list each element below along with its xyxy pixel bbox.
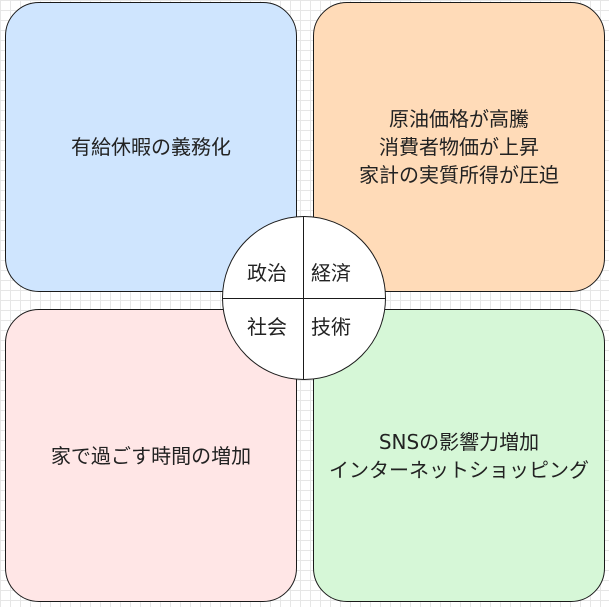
politics-text: 有給休暇の義務化 <box>71 133 231 161</box>
technology-label: 技術 <box>311 315 351 339</box>
society-text: 家で過ごす時間の増加 <box>51 442 251 470</box>
economy-text: 原油価格が高騰 消費者物価が上昇 家計の実質所得が圧迫 <box>359 105 559 189</box>
society-line-1: 家で過ごす時間の増加 <box>50 443 252 468</box>
circle-vertical-divider <box>303 217 304 379</box>
technology-line-1: SNSの影響力増加 <box>378 429 540 454</box>
economy-quadrant[interactable]: 原油価格が高騰 消費者物価が上昇 家計の実質所得が圧迫 <box>313 2 605 292</box>
politics-label: 政治 <box>247 261 287 285</box>
economy-line-2: 消費者物価が上昇 <box>379 135 539 159</box>
technology-line-2: インターネットショッピング <box>329 457 589 482</box>
politics-line-1: 有給休暇の義務化 <box>71 135 231 159</box>
society-label: 社会 <box>247 315 287 339</box>
pest-center-circle[interactable]: 政治 経済 社会 技術 <box>222 216 386 380</box>
economy-label: 経済 <box>311 261 351 285</box>
economy-line-1: 原油価格が高騰 <box>389 107 529 131</box>
technology-text: SNSの影響力増加 インターネットショッピング <box>329 428 589 484</box>
circle-horizontal-divider <box>223 298 385 299</box>
politics-quadrant[interactable]: 有給休暇の義務化 <box>5 2 297 292</box>
economy-line-3: 家計の実質所得が圧迫 <box>359 163 559 187</box>
technology-quadrant[interactable]: SNSの影響力増加 インターネットショッピング <box>313 309 605 602</box>
